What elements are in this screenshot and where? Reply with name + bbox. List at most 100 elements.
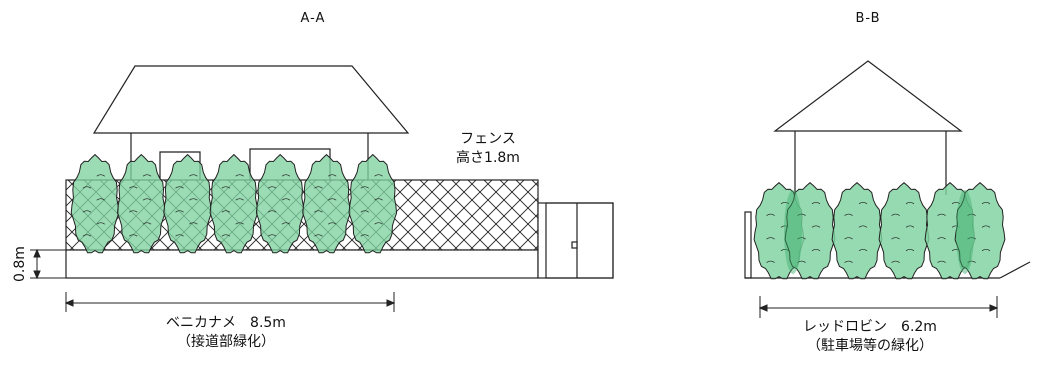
shrub-row-b [753, 182, 1006, 280]
b-shrub-4-leaf-mark [891, 260, 900, 263]
a-shrub-2-leaf-mark [129, 186, 138, 189]
a-shrub-7-leaf-mark [374, 174, 383, 177]
b-shrub-6-leaf-mark [981, 201, 991, 205]
b-shrub-5-leaf-mark [937, 213, 946, 216]
a-shrub-1-leaf-mark [82, 186, 92, 189]
section-a-title: A-A [301, 11, 326, 26]
a-shrub-5 [255, 153, 305, 254]
a-shrub-7-leaf-mark [360, 234, 369, 237]
a-shrub-2-leaf-mark [129, 234, 138, 237]
b-shrub-5-leaf-mark [951, 201, 961, 205]
a-shrub-7-leaf-mark [360, 186, 369, 189]
a-shrub-4 [209, 153, 259, 254]
building-b [773, 60, 963, 195]
b-shrub-2-leaf-mark [797, 260, 806, 263]
a-shrub-3-leaf-mark [189, 174, 198, 177]
a-shrub-6-leaf-mark [328, 222, 337, 225]
plant-label-b-line2: （駐車場等の緑化） [807, 337, 933, 354]
a-shrub-6 [302, 153, 351, 254]
a-shrub-4-leaf-mark [235, 198, 244, 201]
a-shrub-1-leaf-mark [82, 210, 92, 213]
a-shrub-2-leaf-mark [142, 174, 152, 177]
fence-label-line1: フェンス [460, 131, 516, 147]
b-shrub-2-leaf-mark [797, 213, 806, 216]
b-shrub-3-leaf-mark [858, 201, 868, 205]
b-shrub-6-leaf-mark [967, 260, 976, 263]
b-shrub-3 [831, 182, 883, 280]
a-shrub-2-leaf-mark [142, 222, 152, 225]
a-shrub-1-leaf-mark [82, 234, 92, 237]
b-shrub-5-leaf-mark [937, 260, 946, 263]
b-shrub-4 [878, 182, 930, 280]
b-shrub-3-leaf-mark [858, 225, 868, 228]
a-shrub-1 [70, 153, 120, 254]
b-shrub-2 [784, 182, 836, 280]
fence-label-line2: 高さ1.8m [456, 149, 520, 166]
b-shrub-overlap-2 [956, 190, 974, 274]
plant-label-b-line1: レッドロビン 6.2m [803, 319, 937, 335]
a-shrub-6-leaf-mark [314, 186, 323, 189]
section-b-b: B-B レッドロビン 6.2m （駐車場等の緑化） [744, 11, 1031, 354]
a-shrub-5-leaf-mark [281, 174, 291, 177]
plant-label-a-line2: （接道部緑化） [177, 333, 275, 350]
a-shrub-2 [116, 153, 166, 254]
a-shrub-6-leaf-mark [328, 174, 337, 177]
wall-a [65, 249, 539, 279]
a-shrub-2-leaf-mark [129, 210, 138, 213]
length-dimension-a [64, 292, 396, 312]
length-dimension-b [758, 296, 999, 318]
b-shrub-3-leaf-mark [858, 248, 868, 252]
gate-a[interactable] [537, 202, 614, 279]
height-dimension-a [30, 248, 66, 280]
a-shrub-6-leaf-mark [328, 198, 337, 201]
b-shrub-1-leaf-mark [766, 237, 775, 240]
a-shrub-3-leaf-mark [175, 186, 184, 189]
a-shrub-3-leaf-mark [175, 234, 184, 237]
a-shrub-6-leaf-mark [314, 234, 323, 237]
b-shrub-1-leaf-mark [780, 201, 790, 205]
b-shrub-6-leaf-mark [981, 248, 991, 252]
b-shrub-4-leaf-mark [891, 237, 900, 240]
a-shrub-5-leaf-mark [281, 222, 291, 225]
b-shrub-6 [954, 182, 1006, 280]
b-shrub-2-leaf-mark [811, 248, 821, 252]
a-shrub-6-leaf-mark [314, 210, 323, 213]
a-shrub-4-leaf-mark [221, 210, 231, 213]
b-shrub-4-leaf-mark [905, 225, 915, 228]
b-shrub-6-leaf-mark [981, 225, 991, 228]
b-shrub-5-leaf-mark [937, 237, 946, 240]
b-shrub-overlap-1 [784, 190, 802, 274]
a-shrub-3-leaf-mark [189, 222, 198, 225]
b-shrub-1-leaf-mark [766, 213, 775, 216]
b-shrub-3-leaf-mark [844, 260, 853, 263]
section-b-title: B-B [855, 11, 880, 26]
height-dimension-label: 0.8m [12, 246, 28, 282]
b-shrub-2-leaf-mark [811, 225, 821, 228]
a-shrub-7-leaf-mark [374, 222, 383, 225]
a-shrub-1-leaf-mark [96, 174, 105, 177]
a-shrub-3-leaf-mark [175, 210, 184, 213]
a-shrub-4-leaf-mark [235, 174, 244, 177]
a-shrub-7-leaf-mark [374, 198, 383, 201]
b-shrub-2-leaf-mark [797, 237, 806, 240]
b-shrub-1-leaf-mark [766, 260, 775, 263]
a-shrub-5-leaf-mark [267, 186, 277, 189]
b-shrub-1-leaf-mark [780, 248, 790, 252]
b-shrub-4-leaf-mark [905, 248, 915, 252]
a-shrub-7-leaf-mark [360, 210, 369, 213]
b-shrub-3-leaf-mark [844, 237, 853, 240]
b-shrub-4-leaf-mark [905, 201, 915, 205]
a-shrub-1-leaf-mark [96, 198, 105, 201]
a-shrub-4-leaf-mark [221, 234, 231, 237]
a-shrub-5-leaf-mark [267, 234, 277, 237]
a-shrub-5-leaf-mark [267, 210, 277, 213]
a-shrub-7 [348, 153, 398, 254]
b-shrub-4-leaf-mark [891, 213, 900, 216]
a-shrub-3 [163, 153, 212, 254]
a-shrub-4-leaf-mark [221, 186, 231, 189]
b-shrub-3-leaf-mark [844, 213, 853, 216]
a-shrub-1-leaf-mark [96, 222, 105, 225]
a-shrub-4-leaf-mark [235, 222, 244, 225]
b-shrub-6-leaf-mark [967, 237, 976, 240]
